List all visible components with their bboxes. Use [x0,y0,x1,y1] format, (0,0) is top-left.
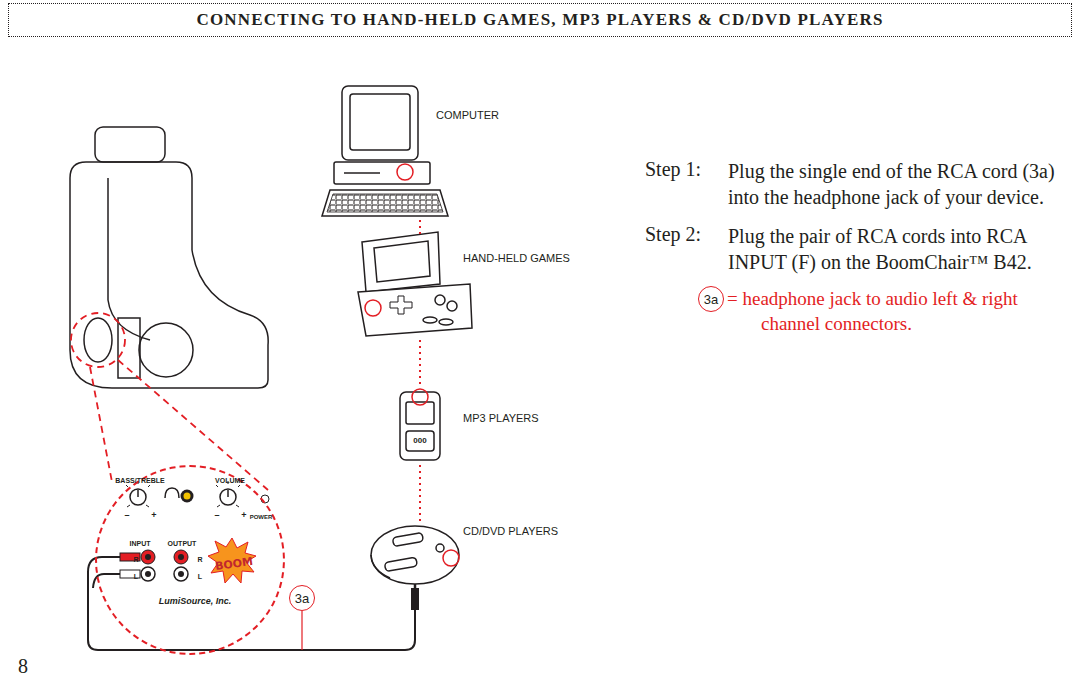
channel-letter: R [197,556,202,563]
step-text: Plug the pair of RCA cords into RCA INPU… [728,223,1078,275]
handheld-drawing [358,232,472,336]
chair-drawing [70,127,268,388]
title-bar: CONNECTING TO HAND-HELD GAMES, MP3 PLAYE… [8,3,1072,37]
page-number: 8 [18,655,28,678]
callout-lines [71,313,268,490]
cd-player-drawing [371,526,459,584]
channel-letter: L [134,573,138,580]
jack-label: OUTPUT [168,540,197,547]
sign: + [241,510,246,520]
mp3-drawing [400,392,440,460]
step-number: Step 2: [645,223,701,246]
device-label: COMPUTER [436,109,499,121]
callout-circle: 3a [698,286,724,312]
brand-burst-text: BOOM [214,555,253,573]
knob-label: VOLUME [215,477,245,484]
jack-markers [365,164,459,566]
computer-drawing [322,86,448,216]
jack-label: INPUT [130,540,151,547]
step-number: Step 1: [645,158,701,181]
control-panel-parts [126,481,269,583]
callout-number: 3a [295,592,309,605]
power-label: POWER [250,514,273,520]
device-label: MP3 PLAYERS [463,412,539,424]
rca-cord [88,553,419,650]
brand-name: LumiSource, Inc. [159,596,232,606]
control-panel: BASS/TREBLE VOLUME – + – + POWER INPUT OUTPUT R R L… [95,465,285,655]
knob-label: BASS/TREBLE [115,477,164,484]
callout-number: 3a [704,293,718,306]
device-label: HAND-HELD GAMES [463,252,570,264]
step-text: Plug the single end of the RCA cord (3a)… [728,158,1078,210]
sign: – [214,510,219,520]
note-text: = headphone jack to audio left & right c… [727,286,1075,336]
display-digits: 000 [406,436,434,445]
channel-letter: L [198,573,202,580]
sign: – [124,510,129,520]
sign: + [151,510,156,520]
device-links [419,220,421,522]
title-text: CONNECTING TO HAND-HELD GAMES, MP3 PLAYE… [196,10,883,30]
callout-circle: 3a [289,585,315,611]
device-label: CD/DVD PLAYERS [463,525,558,537]
channel-letter: R [133,556,138,563]
